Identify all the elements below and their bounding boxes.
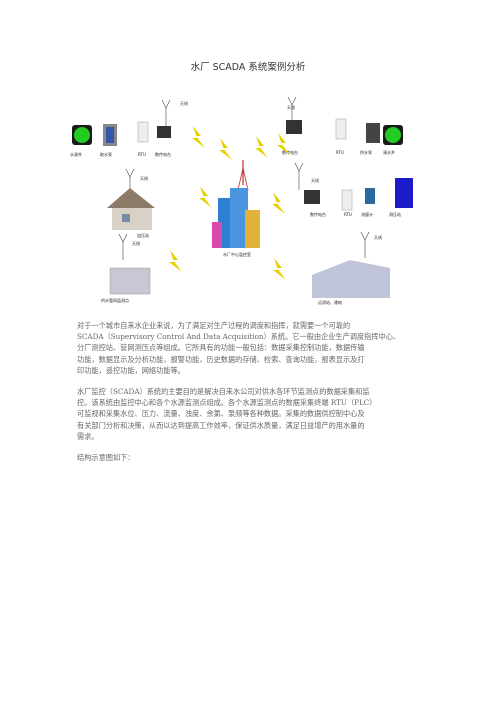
label-antenna-4: 天线 [311,177,319,183]
label-radio-1: 数传电台 [155,151,171,157]
lightning-icon [219,138,232,160]
lightning-icon [272,192,285,214]
label-antenna-2: 天线 [287,104,295,110]
label-antenna-5: 天线 [132,240,140,246]
label-rtu-1: RTU [138,152,146,157]
text-line: 功能，数据显示及分析功能，报警功能，历史数据的存储、检索、查询功能，报表显示及打 [77,354,365,364]
page-title: 水厂 SCADA 系统案例分析 [190,62,306,73]
pipe-monitor-icon [109,267,151,295]
antenna-icon [287,96,297,106]
radio-icon [286,120,302,134]
lightning-icon [199,186,212,208]
lightning-icon [192,126,205,148]
paragraph-intro: 对于一个城市自来水企业来说，为了满足对生产过程的调度和指挥，就需要一个可靠的 S… [77,320,422,376]
label-monitor-station: 测压站 [389,211,401,217]
text-line: 需求。 [77,431,99,441]
text-line: 结构示意图如下： [77,453,135,462]
paragraph-structure: 结构示意图如下： [77,452,422,463]
label-radio-2: 数传电台 [282,149,298,155]
text-line: 分厂测控站、管网测压点等组成。它所具有的功能一般包括：数据采集控制功能，数据传输 [77,343,365,353]
building-block-icon [312,260,390,298]
rtu-icon [335,118,347,140]
lightning-icon [273,258,286,280]
monitor-station-icon [395,178,413,208]
lightning-icon [255,136,268,158]
radio-icon [157,126,171,138]
text-line: 水厂监控（SCADA）系统的主要目的是解决自来水公司对供水各环节监测点的数据采集… [77,387,370,396]
antenna-icon [294,162,304,172]
label-rtu-2: RTU [336,150,344,155]
rtu-icon [137,121,149,143]
antenna-icon [118,233,128,243]
supply-pump-icon [366,123,380,143]
label-pump-station: 加压站 [137,232,149,238]
text-line: 有关部门分析和决策，从而以达到提高工作效率，保证供水质量，满足日益增产的用水量的 [77,420,365,430]
label-antenna-1: 天线 [180,100,188,106]
text-line: 控。该系统由监控中心和各个水源监测点组成。各个水源监测点的数据采集终端 RTU（… [77,398,377,408]
paragraph-purpose: 水厂监控（SCADA）系统的主要目的是解决自来水公司对供水各环节监测点的数据采集… [77,386,422,442]
flow-meter-icon [365,188,375,204]
label-antenna-3: 天线 [140,175,148,181]
scada-diagram: 水源井 取水泵 RTU 数传电台 天线 天线 数传电台 RTU 供水泵 清水井 … [70,96,413,305]
label-radio-3: 数传电台 [310,211,326,217]
text-line: SCADA（Supervisory Control And Data Acqui… [77,332,401,342]
rtu-icon [341,189,353,211]
lightning-icon [277,133,290,155]
label-center: 水厂中心监控室 [223,251,251,257]
label-flow-meter: 流量计 [361,211,373,217]
label-pipe-monitor: 供水管网监测点 [101,297,129,303]
label-supply-pump: 供水泵 [360,149,372,155]
label-antenna-6: 天线 [374,234,382,240]
antenna-icon [125,168,135,178]
lightning-icon [169,250,182,272]
label-clear-well: 清水井 [383,149,395,155]
label-pump-room: 取水泵 [100,151,112,157]
label-customer: 远测站、建筑 [318,299,342,305]
text-line: 可监视和采集水位、压力、流量、浊度、余氯、泵频等各种数据。采集的数据供控制中心及 [77,409,365,419]
radio-icon [304,190,320,204]
label-rtu-3: RTU [344,212,352,217]
label-well-water: 水源井 [70,151,82,157]
text-line: 印功能，遥控功能，网络功能等。 [77,365,185,375]
house-icon [107,188,155,208]
antenna-icon [161,99,171,109]
antenna-icon [360,231,370,241]
text-line: 对于一个城市自来水企业来说，为了满足对生产过程的调度和指挥，就需要一个可靠的 [77,321,351,330]
